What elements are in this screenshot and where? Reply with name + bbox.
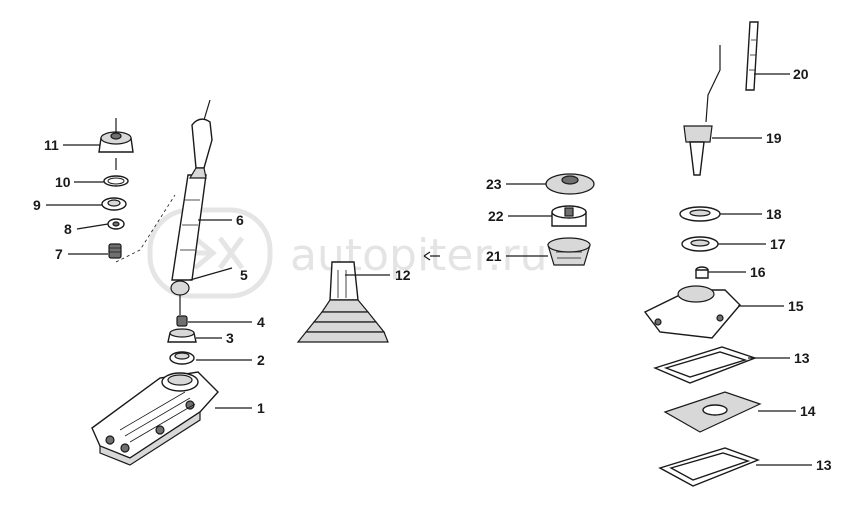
callout-12: 12 [395, 267, 411, 283]
callout-8: 8 [64, 221, 72, 237]
callout-4: 4 [257, 314, 265, 330]
callout-21: 21 [486, 248, 502, 264]
callout-19: 19 [766, 130, 782, 146]
part-3-nut [167, 328, 197, 343]
part-21-bearing [547, 237, 591, 266]
callout-7: 7 [55, 246, 63, 262]
callout-13-top: 13 [794, 350, 810, 366]
callout-3: 3 [226, 330, 234, 346]
part-9-washer [101, 197, 127, 211]
callout-1: 1 [257, 400, 265, 416]
callout-20: 20 [793, 66, 809, 82]
callout-22: 22 [488, 208, 504, 224]
part-17-washer [681, 236, 719, 252]
part-8-bushing [107, 218, 125, 230]
part-12-boot [296, 261, 389, 343]
callout-2: 2 [257, 352, 265, 368]
callout-13-bottom: 13 [816, 457, 832, 473]
callout-11: 11 [44, 137, 59, 153]
part-16-bushing [695, 266, 709, 279]
part-arrow-mark [423, 251, 440, 261]
part-23-cap [545, 173, 595, 195]
callout-9: 9 [33, 197, 41, 213]
part-22-sleeve [551, 205, 587, 227]
watermark-logo [147, 207, 273, 299]
part-19-lever [683, 45, 721, 176]
part-11-cap [98, 118, 134, 170]
part-7-spring [108, 243, 122, 259]
part-13-gasket-top [652, 346, 758, 384]
callout-14: 14 [800, 403, 816, 419]
callout-5: 5 [240, 267, 248, 283]
part-2-ring [169, 351, 195, 365]
part-13-gasket-bottom [658, 447, 760, 487]
part-15-cover [643, 285, 741, 339]
part-5-ball-joint [170, 280, 190, 315]
callout-17: 17 [770, 236, 786, 252]
part-18-washer [679, 206, 721, 222]
callout-10: 10 [55, 174, 71, 190]
callout-16: 16 [750, 264, 766, 280]
part-10-snap-ring [103, 175, 129, 187]
part-14-plate [663, 391, 762, 433]
part-4-small-nut [176, 315, 188, 327]
callout-23: 23 [486, 176, 502, 192]
part-20-rod [745, 21, 759, 91]
callout-6: 6 [236, 212, 244, 228]
leader-lines [46, 73, 812, 466]
callout-18: 18 [766, 206, 782, 222]
callout-15: 15 [788, 298, 804, 314]
part-1-housing [91, 371, 219, 466]
